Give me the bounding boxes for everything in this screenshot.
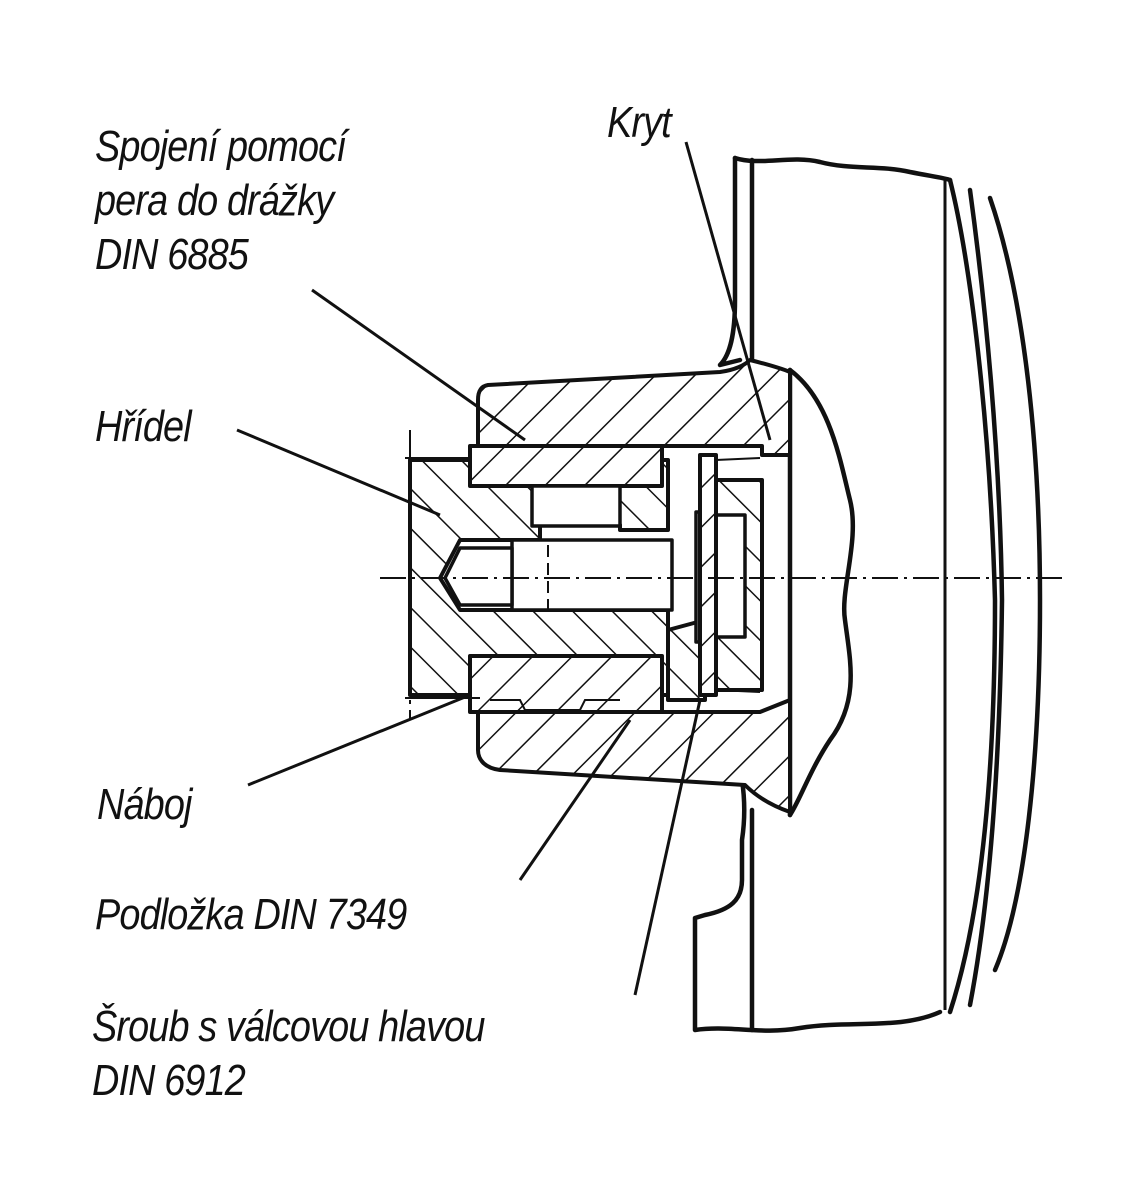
label-screw-line2: DIN 6912 — [92, 1056, 246, 1105]
label-shaft: Hřídel — [95, 400, 192, 454]
label-washer-text: Podložka DIN 7349 — [95, 890, 407, 939]
label-cover: Kryt — [607, 96, 672, 150]
label-hub: Náboj — [97, 778, 192, 832]
label-feather-key: Spojení pomocí pera do drážky DIN 6885 — [95, 120, 347, 282]
label-screw-line1: Šroub s válcovou hlavou — [92, 1002, 485, 1051]
feather-key — [468, 444, 664, 714]
label-screw: Šroub s válcovou hlavou DIN 6912 — [92, 1000, 485, 1108]
label-feather-key-line1: Spojení pomocí — [95, 122, 347, 171]
label-hub-text: Náboj — [97, 780, 192, 829]
label-cover-text: Kryt — [607, 98, 672, 147]
label-washer: Podložka DIN 7349 — [95, 888, 407, 942]
washer — [698, 453, 761, 697]
label-feather-key-line3: DIN 6885 — [95, 230, 249, 279]
label-shaft-text: Hřídel — [95, 402, 192, 451]
label-feather-key-line2: pera do drážky — [95, 176, 334, 225]
leader-lines — [236, 141, 772, 996]
